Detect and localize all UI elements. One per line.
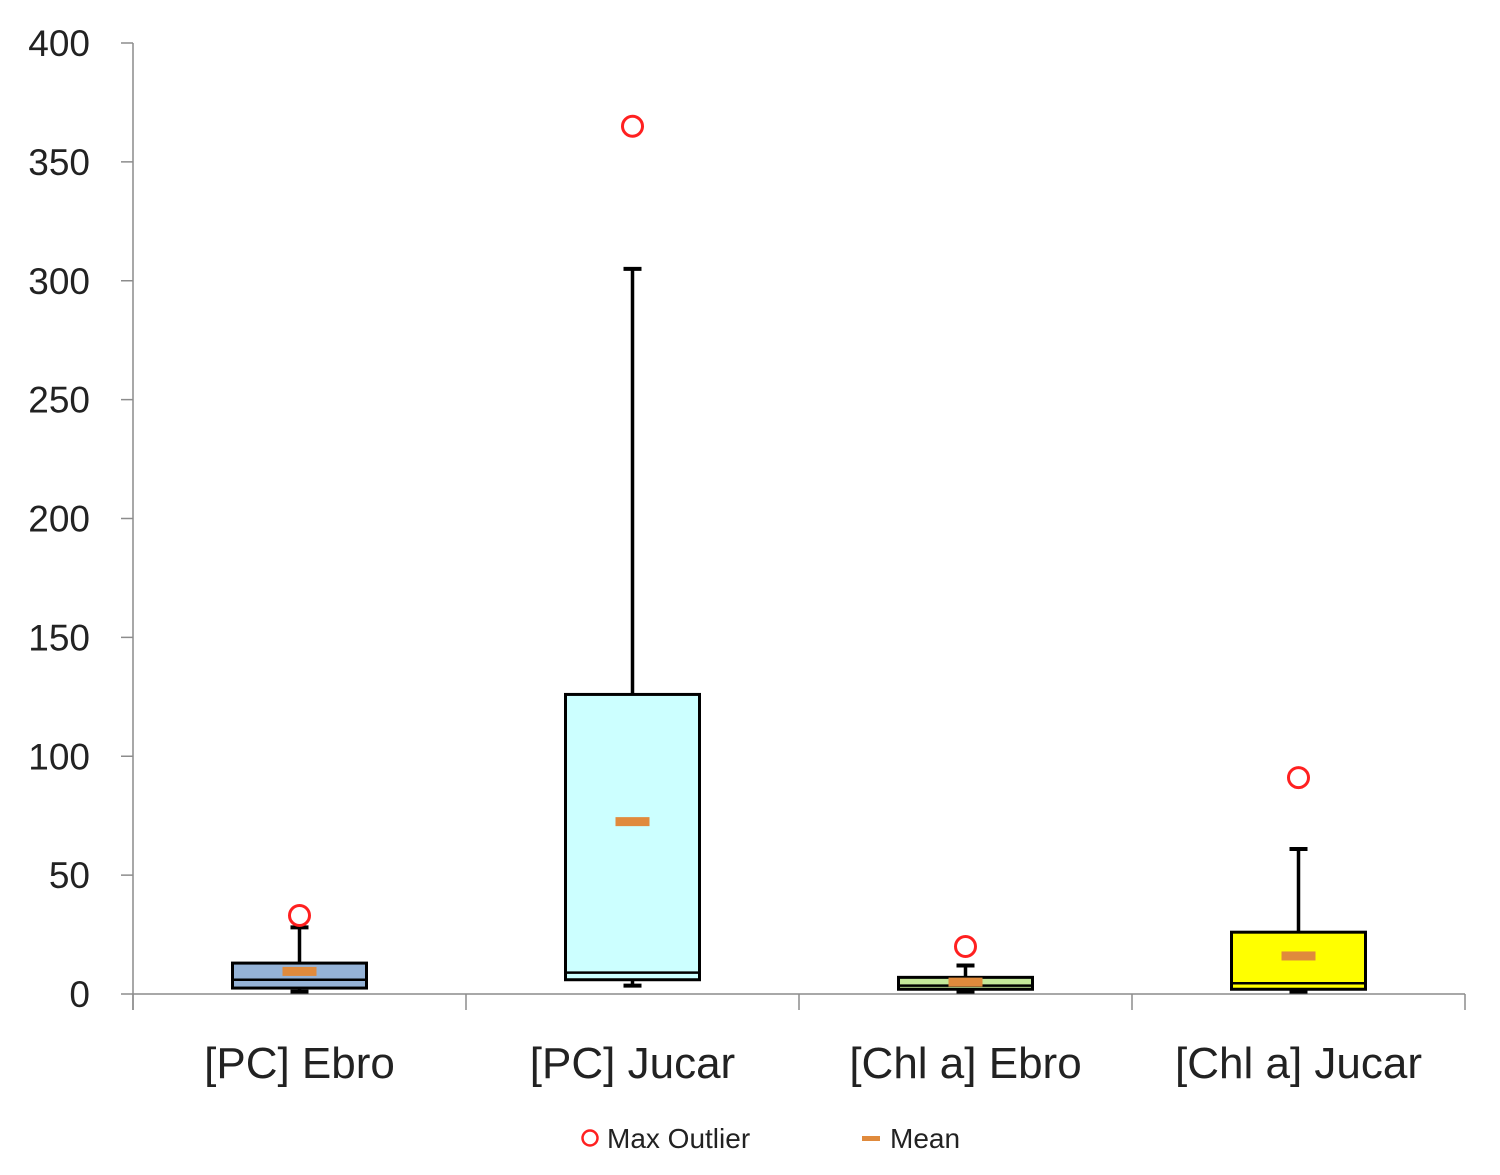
y-tick-label: 50 <box>49 855 90 896</box>
y-tick-label: 250 <box>28 380 90 421</box>
box-series <box>231 114 1367 994</box>
max-outlier-marker <box>1287 766 1310 790</box>
box-group <box>564 114 701 988</box>
legend-circle-marker <box>581 1129 599 1147</box>
mean-marker <box>948 977 983 987</box>
legend-item-max-outlier: Max Outlier <box>581 1123 750 1154</box>
max-outlier-marker <box>621 114 644 138</box>
x-category-label: [PC] Jucar <box>530 1039 735 1088</box>
x-category-label: [Chl a] Ebro <box>849 1039 1081 1088</box>
x-category-label: [PC] Ebro <box>204 1039 395 1088</box>
y-tick-label: 300 <box>28 261 90 302</box>
legend-label-max-outlier: Max Outlier <box>607 1123 750 1154</box>
x-axis: [PC] Ebro [PC] Jucar [Chl a] Ebro [Chl a] J… <box>132 993 1466 1088</box>
box-group <box>897 934 1034 994</box>
max-outlier-marker <box>288 904 311 928</box>
max-outlier-marker <box>954 934 977 958</box>
legend: Max Outlier Mean <box>581 1123 960 1154</box>
mean-marker <box>282 966 317 976</box>
box-group <box>231 904 368 994</box>
legend-dash-marker <box>862 1136 880 1141</box>
y-tick-label: 200 <box>28 499 90 540</box>
legend-label-mean: Mean <box>890 1123 960 1154</box>
mean-marker <box>1281 951 1316 961</box>
y-tick-label: 400 <box>28 23 90 64</box>
y-tick-label: 350 <box>28 142 90 183</box>
box-iqr <box>1230 930 1367 991</box>
y-tick-label: 100 <box>28 736 90 777</box>
box-iqr <box>564 692 701 982</box>
y-tick-label: 0 <box>69 974 90 1015</box>
box-group <box>1230 766 1367 994</box>
y-tick-label: 150 <box>28 617 90 658</box>
mean-marker <box>615 817 650 827</box>
legend-item-mean: Mean <box>862 1123 960 1154</box>
y-axis: 0 50 100 150 200 250 300 350 400 <box>28 23 134 1015</box>
x-category-label: [Chl a] Jucar <box>1175 1039 1422 1088</box>
